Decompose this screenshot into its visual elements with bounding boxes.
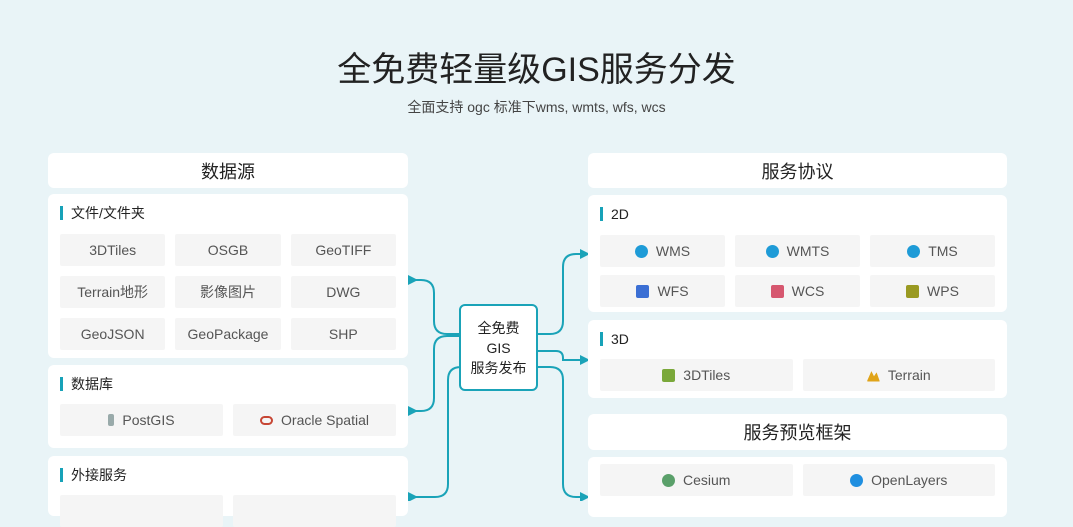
item-wfs[interactable]: WFS	[600, 275, 725, 307]
item-wps[interactable]: WPS	[870, 275, 995, 307]
file-item[interactable]: Terrain地形	[60, 276, 166, 308]
center-node: 全免费 GIS 服务发布	[459, 304, 538, 391]
file-item[interactable]: 3DTiles	[60, 234, 166, 266]
preview-card: Cesium OpenLayers	[588, 457, 1007, 517]
item-label: OpenLayers	[871, 472, 948, 488]
database-item-oracle[interactable]: Oracle Spatial	[233, 404, 396, 436]
postgis-icon	[108, 414, 115, 426]
item-label: Terrain	[887, 367, 931, 383]
item-label: WMTS	[786, 243, 830, 259]
item-tms[interactable]: TMS	[870, 235, 995, 267]
center-line: 服务发布	[470, 359, 527, 376]
connector-preview	[538, 366, 584, 498]
external-item[interactable]	[60, 495, 223, 527]
file-item[interactable]: GeoPackage	[175, 318, 281, 350]
item-label: Oracle Spatial	[281, 412, 369, 428]
3d-card: 3D 3DTiles Terrain	[588, 320, 1007, 398]
item-label: 3DTiles	[683, 367, 731, 383]
database-card: 数据库 PostGIS Oracle Spatial	[48, 365, 408, 448]
item-wms[interactable]: WMS	[600, 235, 725, 267]
item-label: SHP	[328, 326, 358, 342]
item-label: WCS	[791, 283, 825, 299]
item-label: GeoJSON	[80, 326, 145, 342]
wcs-icon	[770, 284, 784, 298]
connector-lines	[408, 249, 590, 501]
center-line: GIS	[486, 339, 511, 356]
item-wmts[interactable]: WMTS	[735, 235, 860, 267]
file-item[interactable]: GeoJSON	[60, 318, 166, 350]
item-label: DWG	[326, 284, 361, 300]
cesium-icon	[662, 473, 676, 487]
protocol-header: 服务协议	[588, 153, 1007, 188]
oracle-icon	[260, 415, 274, 425]
3d-label: 3D	[600, 332, 629, 346]
item-label: PostGIS	[122, 412, 175, 428]
item-label: GeoTIFF	[315, 242, 372, 258]
external-card: 外接服务	[48, 456, 408, 527]
3dtiles-icon	[662, 368, 676, 382]
file-item[interactable]: DWG	[290, 276, 396, 308]
item-label: Terrain地形	[77, 284, 149, 300]
openlayers-icon	[850, 473, 864, 487]
globe-icon	[907, 244, 921, 258]
file-item[interactable]: OSGB	[175, 234, 281, 266]
item-label: WMS	[655, 243, 691, 259]
connector-2d	[538, 253, 584, 335]
data-source-header: 数据源	[48, 153, 408, 188]
item-label: 3DTiles	[89, 242, 137, 258]
item-cesium[interactable]: Cesium	[600, 464, 793, 496]
file-item[interactable]: 影像图片	[175, 276, 281, 308]
item-wcs[interactable]: WCS	[735, 275, 860, 307]
files-label: 文件/文件夹	[60, 206, 145, 220]
preview-header: 服务预览框架	[588, 414, 1007, 450]
wfs-icon	[636, 284, 650, 298]
item-openlayers[interactable]: OpenLayers	[802, 464, 995, 496]
page-title: 全免费轻量级GIS服务分发	[337, 51, 736, 89]
2d-label: 2D	[600, 207, 629, 221]
external-item[interactable]	[233, 495, 396, 527]
item-label: 影像图片	[199, 284, 256, 300]
database-item-postgis[interactable]: PostGIS	[60, 404, 223, 436]
2d-card: 2D WMS WMTS TMS WFS WCS WPS	[588, 195, 1007, 312]
center-line: 全免费	[477, 319, 520, 336]
wps-icon	[906, 284, 920, 298]
files-card: 文件/文件夹 3DTiles OSGB GeoTIFF Terrain地形 影像图片 DW…	[48, 194, 408, 358]
item-label: TMS	[928, 243, 958, 259]
item-3dtiles[interactable]: 3DTiles	[600, 359, 793, 391]
file-item[interactable]: SHP	[290, 318, 396, 350]
connector-database	[412, 335, 459, 412]
item-label: OSGB	[207, 242, 249, 258]
database-label: 数据库	[60, 377, 113, 391]
item-label: Cesium	[683, 472, 731, 488]
globe-icon	[765, 244, 779, 258]
item-label: WPS	[927, 283, 959, 299]
item-label: GeoPackage	[187, 326, 269, 342]
connector-external	[412, 366, 462, 498]
page-subtitle: 全面支持 ogc 标准下wms, wmts, wfs, wcs	[407, 99, 666, 115]
item-label: WFS	[657, 283, 689, 299]
globe-icon	[634, 244, 648, 258]
connector-files	[412, 279, 459, 335]
external-label: 外接服务	[60, 468, 127, 482]
connector-3d	[538, 350, 584, 361]
item-terrain[interactable]: Terrain	[802, 359, 995, 391]
file-item[interactable]: GeoTIFF	[290, 234, 396, 266]
files-grid: 3DTiles OSGB GeoTIFF Terrain地形 影像图片 DWG GeoJSO…	[60, 234, 396, 350]
terrain-icon	[866, 371, 880, 382]
